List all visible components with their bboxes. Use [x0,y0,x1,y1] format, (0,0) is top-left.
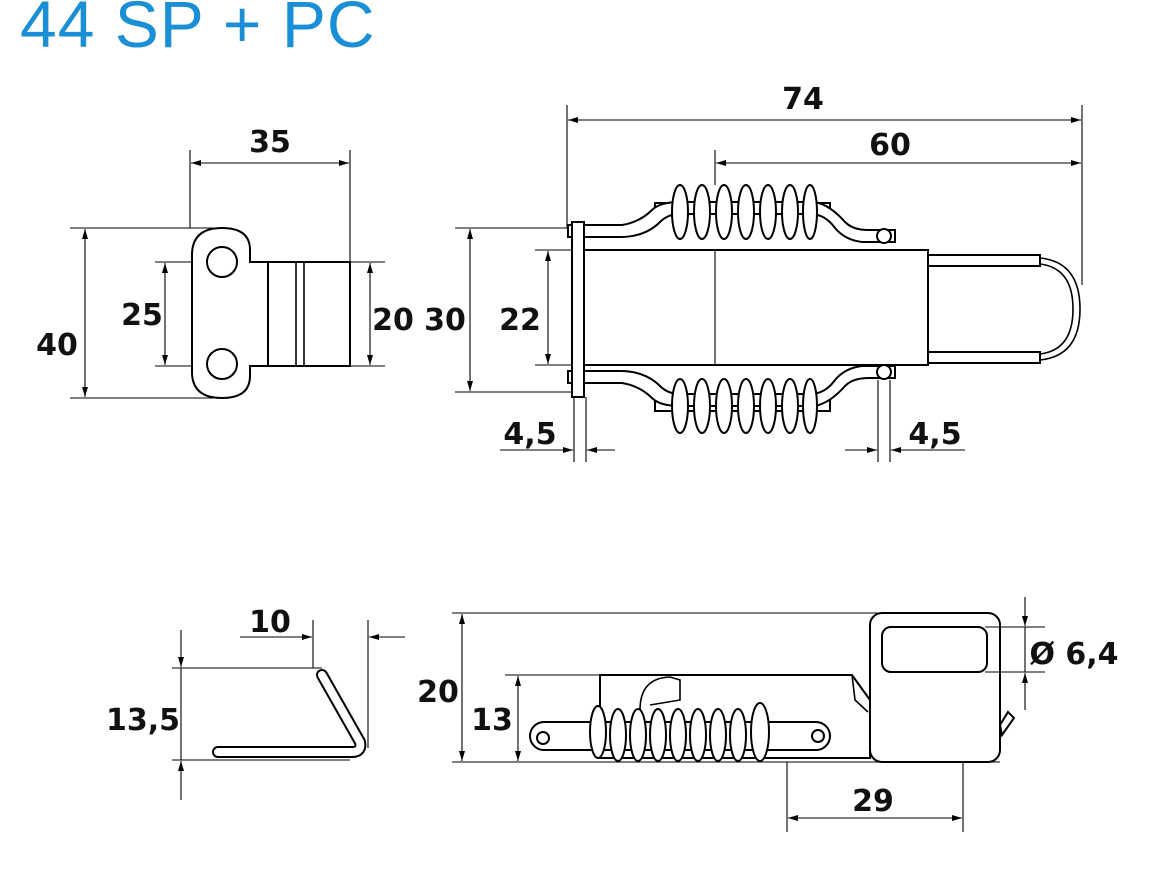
dim-label-height: 13,5 [106,703,180,738]
dim-label-width: 30 [424,303,466,338]
side-spring [589,702,770,762]
dim-label-pin-left: 4,5 [503,417,556,452]
strike-plate-top-view: 35 40 25 20 [36,125,414,400]
dim-label-pin-right: 4,5 [908,417,961,452]
product-title: 44 SP + PC [20,0,376,61]
dim-label-body-height: 20 [372,303,414,338]
dim-label-head-length: 29 [852,784,894,819]
dim-label-hole-spacing: 25 [121,298,163,333]
dim-label-overall-height: 20 [417,675,459,710]
dim-label-height: 40 [36,328,78,363]
latch-top-view: 74 60 30 22 [424,82,1083,462]
lower-spring [671,378,818,434]
dim-label-spring-to-hook: 60 [869,128,911,163]
dim-label-width: 35 [249,125,291,160]
dim-label-body-width: 22 [499,303,541,338]
dim-label-overall-length: 74 [782,82,824,117]
dim-label-body-height: 13 [471,703,513,738]
dim-label-hole-diameter: Ø 6,4 [1029,637,1118,672]
strike-plate-side-view: 10 13,5 [106,605,405,800]
dim-label-depth: 10 [249,605,291,640]
upper-spring [671,184,818,240]
latch-side-view: 20 13 Ø 6,4 29 [417,597,1119,832]
